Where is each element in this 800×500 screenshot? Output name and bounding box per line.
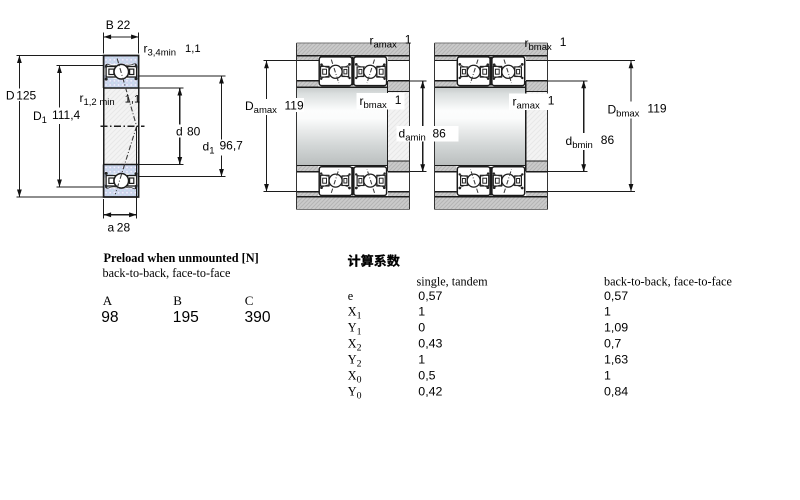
svg-text:0,42: 0,42 (418, 384, 442, 398)
svg-text:195: 195 (173, 309, 199, 326)
svg-text:A: A (103, 293, 113, 308)
svg-text:0: 0 (418, 321, 425, 335)
svg-text:single, tandem: single, tandem (417, 274, 489, 288)
svg-text:e: e (348, 289, 353, 303)
svg-text:125: 125 (16, 89, 36, 103)
svg-text:98: 98 (101, 309, 118, 326)
svg-text:0,43: 0,43 (418, 337, 442, 351)
svg-text:1: 1 (604, 368, 611, 382)
svg-text:1: 1 (604, 305, 611, 319)
svg-text:Preload when unmounted [N]: Preload when unmounted [N] (104, 251, 259, 265)
svg-text:119: 119 (285, 99, 304, 113)
svg-text:back-to-back, face-to-face: back-to-back, face-to-face (604, 274, 732, 288)
svg-text:86: 86 (433, 127, 447, 141)
svg-text:1: 1 (418, 305, 425, 319)
svg-text:390: 390 (245, 309, 271, 326)
svg-text:0,84: 0,84 (604, 384, 628, 398)
svg-text:d: d (176, 125, 183, 139)
svg-text:1,63: 1,63 (604, 352, 628, 366)
svg-text:0,57: 0,57 (604, 289, 628, 303)
svg-text:back-to-back, face-to-face: back-to-back, face-to-face (103, 266, 231, 280)
svg-text:C: C (245, 293, 254, 308)
svg-text:28: 28 (117, 221, 131, 235)
svg-text:1,09: 1,09 (604, 321, 628, 335)
svg-text:0,57: 0,57 (418, 289, 442, 303)
svg-text:80: 80 (187, 125, 201, 139)
svg-text:B: B (106, 18, 114, 32)
svg-text:0,5: 0,5 (418, 368, 435, 382)
svg-text:1: 1 (418, 352, 425, 366)
svg-text:B: B (173, 293, 182, 308)
svg-text:a: a (108, 221, 115, 235)
svg-text:0,7: 0,7 (604, 337, 621, 351)
svg-text:D: D (6, 89, 15, 103)
svg-text:22: 22 (117, 18, 131, 32)
